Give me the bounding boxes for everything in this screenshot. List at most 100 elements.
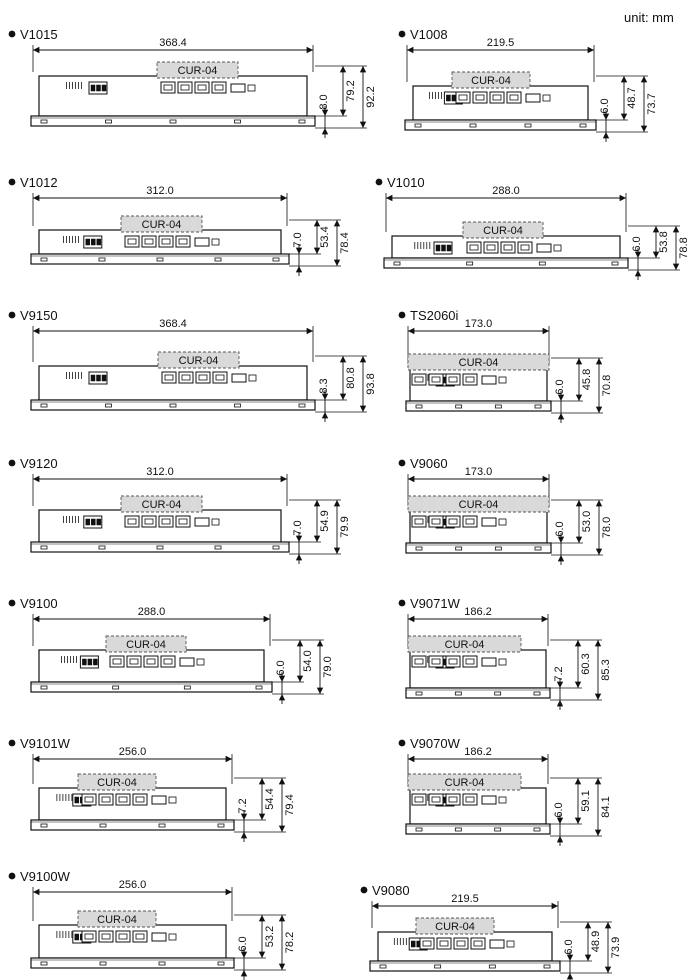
port-opening (161, 518, 171, 525)
arrowhead (333, 547, 341, 554)
arrowhead (652, 251, 660, 258)
flange-thickness-value: 6.0 (554, 521, 566, 536)
arrowhead (296, 640, 304, 647)
terminal-pin (96, 238, 102, 246)
usb-port (151, 932, 167, 942)
width-value: 186.2 (464, 746, 492, 758)
terminal-pin (96, 84, 101, 92)
terminal-pin (441, 244, 446, 252)
port-opening (414, 796, 424, 803)
flange-thickness-value: 6.0 (553, 802, 565, 817)
port-opening (161, 238, 171, 245)
flange-thickness-value: 7.0 (292, 520, 304, 535)
mounting-slot (234, 403, 241, 408)
bullet-icon (8, 311, 16, 319)
arrowhead (372, 902, 379, 910)
mounting-slot (217, 823, 225, 828)
port-opening (146, 658, 156, 665)
front-flange (404, 119, 597, 131)
cur-04-zone (156, 61, 239, 79)
depth-value-total: 92.2 (365, 86, 377, 107)
arrowhead (408, 327, 415, 335)
usb-port (179, 657, 195, 667)
width-value: 288.0 (138, 606, 166, 618)
depth-value-total: 79.0 (322, 656, 334, 677)
flange-thickness-value: 6.0 (563, 939, 575, 954)
arrowhead (359, 356, 367, 363)
width-value: 312.0 (146, 185, 174, 197)
bullet-icon (360, 886, 368, 894)
port-opening (439, 940, 449, 947)
terminal-pin (85, 238, 91, 246)
terminal-pin (451, 94, 457, 102)
port-opening (486, 244, 496, 251)
port-opening (503, 244, 513, 251)
width-value: 288.0 (492, 185, 520, 197)
mounting-slot (579, 123, 587, 128)
terminal-pin (90, 84, 96, 92)
terminal-pin (101, 374, 107, 382)
arrowhead (619, 194, 626, 202)
usb-port (525, 93, 541, 103)
cur-04-label: CUR-04 (459, 357, 499, 369)
depth-value-total: 78.2 (284, 932, 296, 953)
cur-04-label: CUR-04 (179, 355, 219, 367)
terminal-pin (87, 658, 93, 666)
model-label: V9101W (20, 736, 71, 751)
model-label: V9120 (20, 456, 58, 471)
arrowhead (620, 76, 628, 83)
port-opening (163, 658, 173, 665)
mounting-slot (466, 261, 474, 266)
usb-port (481, 375, 497, 385)
usb-port (194, 517, 210, 527)
terminal-pin (101, 84, 107, 92)
small-port (506, 940, 515, 948)
mounting-slot (488, 964, 496, 969)
port-opening (431, 518, 441, 525)
port-opening (414, 376, 424, 383)
arrowhead (321, 128, 329, 135)
port-opening (214, 84, 224, 91)
mounting-slot (255, 685, 263, 690)
bullet-icon (8, 459, 16, 467)
depth-value-total: 73.9 (610, 937, 622, 958)
arrowhead (574, 817, 582, 824)
port-opening (520, 244, 530, 251)
width-value: 186.2 (464, 606, 492, 618)
mounting-slot (494, 546, 502, 551)
port-opening (414, 518, 424, 525)
cur-04-zone (407, 773, 522, 791)
port-opening (197, 84, 207, 91)
arrowhead (280, 475, 287, 483)
mounting-slot (611, 261, 619, 266)
arrowhead (278, 778, 286, 785)
usb-port (481, 517, 497, 527)
bullet-icon (375, 178, 383, 186)
arrowhead (240, 832, 248, 839)
width-value: 368.4 (159, 37, 187, 49)
arrowhead (33, 615, 40, 623)
arrowhead (408, 475, 415, 483)
small-port (211, 518, 220, 526)
bullet-icon (398, 30, 406, 38)
mounting-slot (105, 403, 112, 408)
depth-value-total: 73.7 (646, 93, 658, 114)
usb-port (194, 237, 210, 247)
mounting-slot (415, 691, 423, 696)
arrowhead (333, 220, 341, 227)
arrowhead (258, 915, 266, 922)
arrowhead (33, 46, 40, 54)
cur-04-label: CUR-04 (459, 499, 499, 511)
depth-value-behind-panel: 80.8 (345, 367, 357, 388)
mounting-slot (40, 257, 48, 262)
port-opening (198, 374, 208, 381)
port-opening (473, 940, 483, 947)
terminal-pin (96, 518, 102, 526)
arrowhead (575, 500, 583, 507)
cur-04-zone (77, 773, 157, 791)
model-label: V9060 (410, 456, 448, 471)
